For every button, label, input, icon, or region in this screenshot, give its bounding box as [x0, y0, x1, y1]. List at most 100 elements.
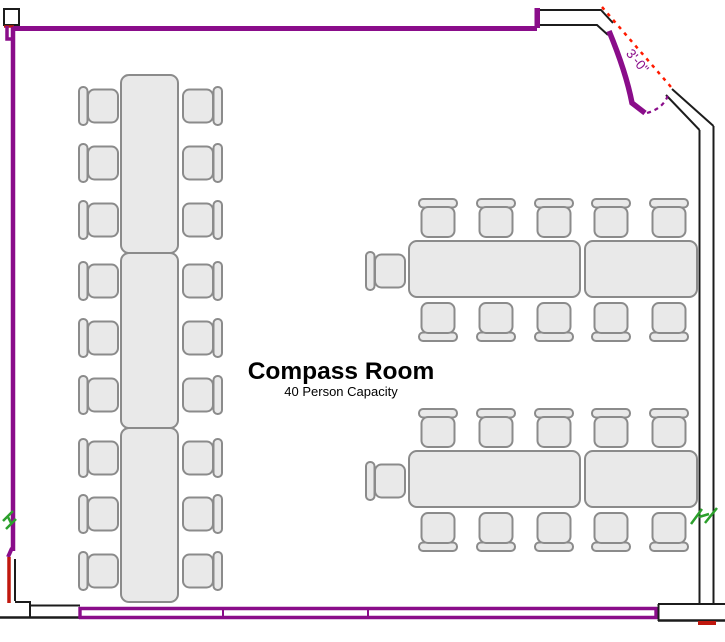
chair-left [78, 375, 119, 415]
chair-top [534, 198, 574, 238]
chair-seat [182, 320, 214, 356]
chair-right [182, 551, 223, 591]
chair-right [182, 375, 223, 415]
chair-seat [182, 377, 214, 413]
chair-seat [182, 145, 214, 181]
chair-bottom [418, 512, 458, 552]
chair-right [182, 143, 223, 183]
chair-right [182, 261, 223, 301]
walls-layer [0, 8, 725, 625]
chair-back [78, 143, 89, 183]
door-header-outer [539, 9, 614, 24]
right-upper-table-1 [408, 240, 581, 298]
chair-left [78, 86, 119, 126]
right-lower-table-2 [584, 450, 698, 508]
right-wall-break-mark [689, 507, 718, 525]
chair-back [212, 494, 223, 534]
left-table-3 [120, 427, 179, 603]
chair-seat [87, 440, 119, 476]
chair-left [78, 551, 119, 591]
chair-back [78, 261, 89, 301]
door-header-inner [539, 24, 609, 36]
chamfer-wall-inner [665, 94, 701, 131]
chair-seat [87, 145, 119, 181]
chair-bottom [476, 302, 516, 342]
chair-left [365, 461, 406, 501]
chair-back [212, 318, 223, 358]
door-group [601, 6, 672, 116]
chair-right [182, 86, 223, 126]
chair-seat [478, 302, 514, 334]
left-table-1 [120, 74, 179, 254]
chair-seat [182, 263, 214, 299]
chair-back [212, 438, 223, 478]
chair-back [78, 86, 89, 126]
chair-seat [87, 496, 119, 532]
chair-seat [651, 302, 687, 334]
chair-back [78, 200, 89, 240]
chair-seat [651, 206, 687, 238]
chair-left [78, 318, 119, 358]
chair-back [78, 494, 89, 534]
right-upper-table-2 [584, 240, 698, 298]
chair-bottom [649, 302, 689, 342]
chair-back [78, 318, 89, 358]
door-swing-arc [646, 91, 671, 115]
chair-bottom [591, 302, 631, 342]
chair-seat [536, 302, 572, 334]
chair-top [591, 408, 631, 448]
chair-seat [478, 416, 514, 448]
chair-seat [182, 496, 214, 532]
chair-back [212, 375, 223, 415]
chair-seat [420, 206, 456, 238]
chair-left [365, 251, 406, 291]
chair-top [418, 408, 458, 448]
chair-seat [182, 440, 214, 476]
chair-seat [593, 302, 629, 334]
chair-seat [182, 202, 214, 238]
chair-seat [536, 206, 572, 238]
chair-right [182, 200, 223, 240]
door-jamb [534, 8, 540, 28]
chair-top [649, 198, 689, 238]
chair-right [182, 494, 223, 534]
wall-breaks [2, 507, 718, 530]
chair-back [212, 143, 223, 183]
chair-top [591, 198, 631, 238]
chair-seat [87, 320, 119, 356]
chair-seat [374, 463, 406, 499]
chair-back [78, 551, 89, 591]
chair-seat [87, 88, 119, 124]
chair-top [418, 198, 458, 238]
left-table-2 [120, 252, 179, 429]
chair-left [78, 143, 119, 183]
chair-back [78, 375, 89, 415]
chair-seat [182, 88, 214, 124]
chair-bottom [476, 512, 516, 552]
chair-top [476, 198, 516, 238]
chair-bottom [534, 512, 574, 552]
chair-left [78, 261, 119, 301]
chair-top [649, 408, 689, 448]
chair-bottom [534, 302, 574, 342]
right-lower-table-1 [408, 450, 581, 508]
chair-seat [87, 377, 119, 413]
chair-left [78, 494, 119, 534]
chair-seat [87, 553, 119, 589]
chair-seat [420, 302, 456, 334]
chair-seat [87, 202, 119, 238]
chair-seat [374, 253, 406, 289]
chair-seat [420, 512, 456, 544]
chair-seat [478, 512, 514, 544]
door-leaf [606, 29, 647, 116]
chair-back [78, 438, 89, 478]
left-wall-foot-jog [6, 547, 14, 558]
door-opening-dashed-line [601, 6, 672, 88]
left-wall-break-mark [2, 510, 17, 530]
chair-back [212, 200, 223, 240]
chair-back [212, 86, 223, 126]
chair-seat [593, 416, 629, 448]
chair-seat [478, 206, 514, 238]
chair-seat [651, 512, 687, 544]
